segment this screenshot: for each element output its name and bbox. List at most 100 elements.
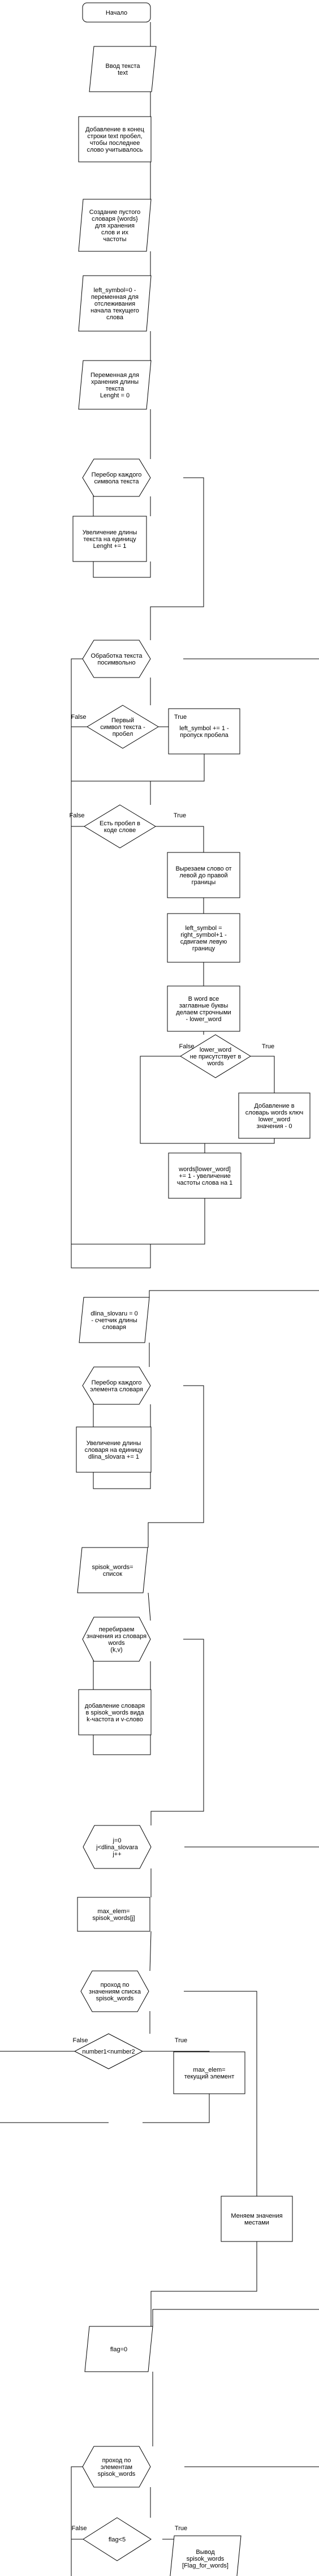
node-label: Добавление в — [254, 1103, 294, 1109]
node-label: words — [206, 1060, 224, 1067]
branch-label-false: False — [71, 714, 87, 721]
node-label: spisok_words= — [92, 1564, 133, 1571]
node-shape — [78, 275, 152, 332]
node-label: dlina_slovaru = 0 — [90, 1310, 137, 1317]
flow-connector — [152, 1846, 319, 2326]
node-shape — [238, 1092, 311, 1139]
node-label: Перебор каждого — [92, 1379, 142, 1386]
flow-connector — [150, 2241, 257, 2326]
node-shape — [77, 1547, 148, 1593]
flow-connector — [149, 658, 319, 1297]
node-label: j=0 — [113, 1837, 122, 1844]
node-shape — [82, 1617, 151, 1662]
node-label: (k,v) — [110, 1647, 122, 1653]
node-label: Создание пустого — [89, 209, 140, 216]
node-shape — [78, 360, 152, 410]
node-label: k-частота и v-слово — [87, 1716, 143, 1723]
node-shape — [89, 46, 157, 92]
node-label: Вырезаем слово от — [175, 865, 231, 872]
node-label: Меняем значения — [231, 2213, 282, 2219]
node-label: символа текста — [94, 478, 140, 485]
flow-connector — [150, 477, 204, 640]
node-label: местами — [244, 2219, 269, 2226]
node-label: Перебор каждого — [92, 472, 142, 478]
node-shape — [76, 1426, 152, 1473]
node-shape — [82, 458, 151, 497]
node-label: [Flag_for_words] — [182, 2562, 229, 2569]
node-label: посимвольно — [97, 659, 135, 666]
node-label: words — [107, 1640, 125, 1647]
node-shape — [167, 852, 240, 898]
node-shape — [78, 199, 152, 252]
branch-label-false: False — [179, 1043, 195, 1050]
node-shape — [83, 2517, 152, 2561]
branch-label-true: True — [174, 812, 186, 819]
flow-connector — [184, 1991, 257, 2196]
node-label: j++ — [112, 1851, 121, 1858]
flow-connector — [148, 1592, 151, 1621]
node-label: lower_word — [258, 1116, 290, 1123]
node-label: spisok_words[j] — [92, 1915, 135, 1922]
node-shape — [168, 1152, 242, 1199]
node-label: max_elem= — [97, 1908, 130, 1915]
node-shape — [167, 913, 240, 963]
node-label: пробел — [113, 731, 133, 738]
node-shape — [83, 1825, 152, 1869]
node-label: spisok_words — [98, 2471, 136, 2478]
flow-connector — [205, 1138, 275, 1144]
node-label: Обработка текста — [90, 653, 143, 659]
node-label: переменная для — [91, 294, 139, 301]
node-shape — [180, 1034, 251, 1078]
node-shape — [173, 2051, 245, 2094]
node-label: j<dlina_slovara — [96, 1844, 139, 1851]
node-shape — [80, 1970, 149, 2012]
node-label: перебираем — [99, 1626, 135, 1633]
branch-label-false: False — [73, 2037, 88, 2044]
io-node: left_symbol=0 -переменная дляотслеживани… — [78, 275, 152, 332]
node-shape — [79, 1297, 150, 1343]
node-label: Начало — [106, 10, 127, 16]
node-label: - счетчик длины — [91, 1317, 137, 1324]
process-node: left_symbol += 1 -пропуск пробела — [168, 708, 240, 755]
node-label: right_symbol+1 - — [180, 932, 227, 938]
node-label: текущий элемент — [184, 2073, 235, 2080]
io-node: spisok_words=список — [77, 1547, 148, 1593]
flow-connector — [184, 2466, 319, 2467]
node-label: Добавление в конец — [85, 126, 145, 133]
node-label: словаря {words} — [92, 216, 138, 222]
node-shape — [77, 1897, 150, 1932]
node-label: spisok_words — [96, 1995, 134, 2002]
flow-connector — [71, 658, 151, 1268]
node-label: пропуск пробела — [180, 732, 229, 739]
node-label: заглавные буквы — [179, 1002, 229, 1009]
node-label: символ текста - — [100, 724, 145, 731]
node-label: words[lower_word] — [178, 1166, 231, 1173]
node-label: слова — [106, 314, 124, 321]
node-label: Первый — [111, 717, 134, 724]
branch-label-true: True — [174, 714, 187, 721]
flow-connector — [150, 1198, 205, 1245]
node-label: spisok_words — [187, 2556, 225, 2562]
flow-connector — [148, 1385, 204, 1548]
node-label: чтобы последнее — [90, 140, 140, 147]
node-label: частоты слова на 1 — [177, 1180, 233, 1186]
node-label: хранения длины — [91, 379, 139, 385]
node-label: left_symbol=0 - — [94, 287, 136, 294]
node-label: значения из словаря — [87, 1633, 146, 1640]
node-shape — [167, 985, 240, 1032]
flow-connector — [156, 826, 204, 852]
node-label: Есть пробел в — [100, 820, 140, 827]
process-node: max_elem=текущий элемент — [173, 2051, 245, 2094]
node-label: строки text пробел, — [87, 133, 142, 140]
node-shape — [74, 2033, 144, 2069]
flow-connector — [71, 826, 150, 1245]
